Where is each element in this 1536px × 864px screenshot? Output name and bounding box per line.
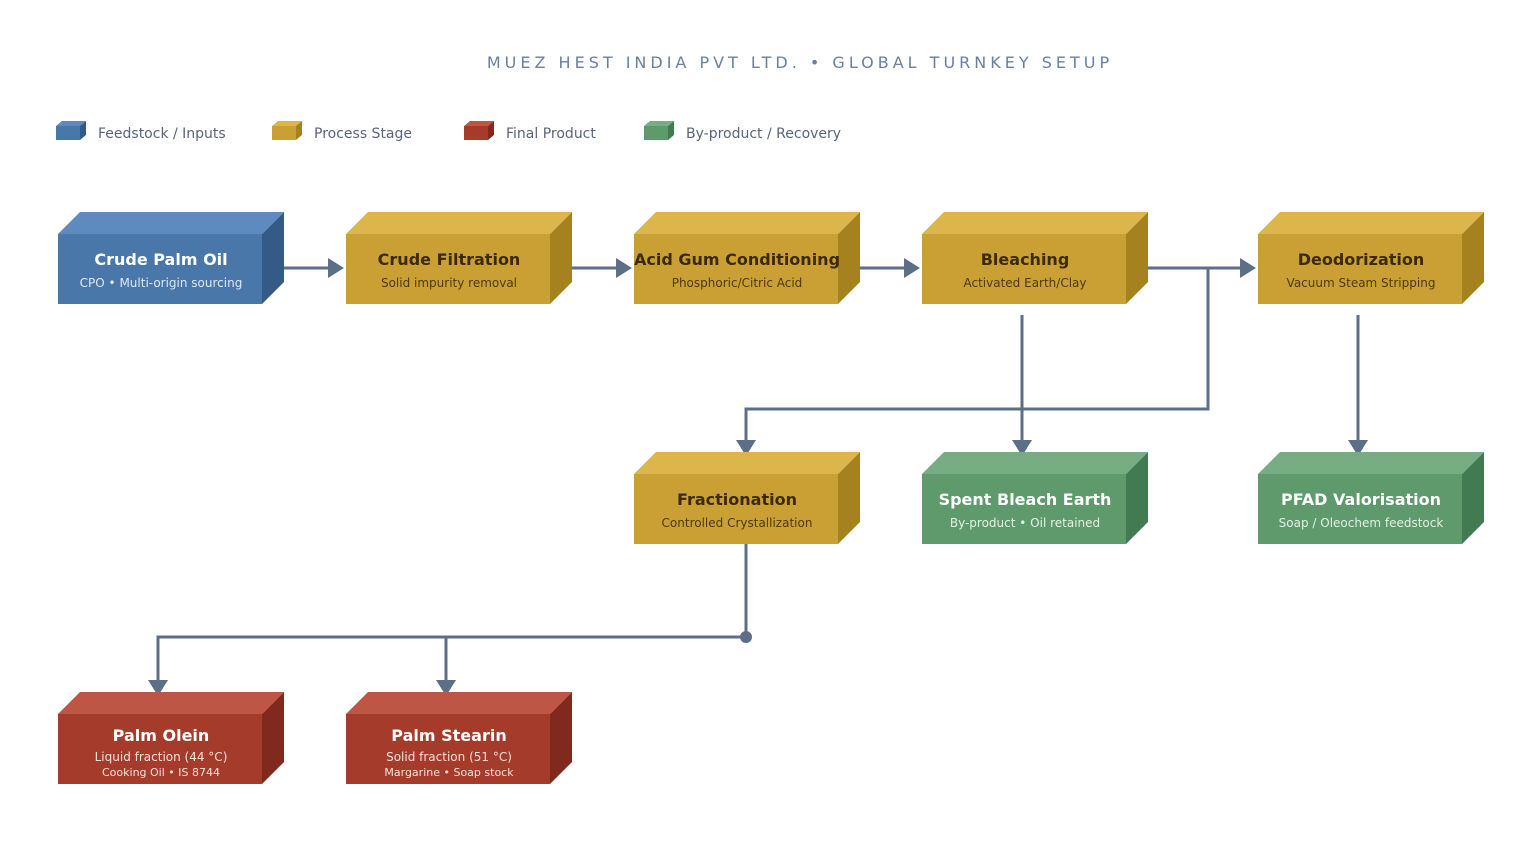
node-subtitle: Phosphoric/Citric Acid xyxy=(672,276,803,290)
node-front-face xyxy=(922,474,1126,544)
node-side-face xyxy=(262,692,284,784)
legend-label: Feedstock / Inputs xyxy=(98,126,226,142)
node-side-face xyxy=(838,452,860,544)
legend-swatch-side xyxy=(80,121,86,140)
node-top-face xyxy=(922,452,1148,474)
node-top-face xyxy=(922,212,1148,234)
edges xyxy=(148,258,1368,696)
node-top-face xyxy=(346,692,572,714)
edge-arrowhead xyxy=(148,680,168,696)
node-top-face xyxy=(1258,452,1484,474)
node-side-face xyxy=(1462,452,1484,544)
legend-swatch xyxy=(644,126,668,140)
node-title: Spent Bleach Earth xyxy=(939,490,1112,509)
edge-arrowhead xyxy=(328,258,344,278)
edge-junction xyxy=(740,631,752,643)
legend-swatch xyxy=(56,126,80,140)
node-subtitle: Solid fraction (51 °C) xyxy=(386,750,512,764)
legend-swatch-top xyxy=(272,121,302,126)
node-subtitle: Liquid fraction (44 °C) xyxy=(95,750,228,764)
legend-swatch-top xyxy=(644,121,674,126)
node-front-face xyxy=(634,234,838,304)
node-side-face xyxy=(1462,212,1484,304)
node-front-face xyxy=(346,234,550,304)
node-front-face xyxy=(922,234,1126,304)
node-subtitle: Vacuum Steam Stripping xyxy=(1287,276,1436,290)
node-side-face xyxy=(262,212,284,304)
node-subtitle: Controlled Crystallization xyxy=(662,516,813,530)
edge-line xyxy=(156,544,748,680)
legend-label: Final Product xyxy=(506,126,596,142)
node-side-face xyxy=(1126,452,1148,544)
node-top-face xyxy=(634,212,860,234)
node-front-face xyxy=(634,474,838,544)
legend-swatch-top xyxy=(464,121,494,126)
node-front-face xyxy=(58,234,262,304)
node-top-face xyxy=(1258,212,1484,234)
node-title: Deodorization xyxy=(1298,250,1425,269)
legend-item-feedstock: Feedstock / Inputs xyxy=(56,121,226,142)
node-subtitle: CPO • Multi-origin sourcing xyxy=(80,276,243,290)
node-subtitle: Activated Earth/Clay xyxy=(964,276,1087,290)
edge-arrowhead xyxy=(1240,258,1256,278)
node-top-face xyxy=(58,692,284,714)
node-top-face xyxy=(58,212,284,234)
node-title: Palm Olein xyxy=(113,726,210,745)
node-title: Crude Palm Oil xyxy=(94,250,227,269)
node-subtitle: Solid impurity removal xyxy=(381,276,517,290)
legend-item-process: Process Stage xyxy=(272,121,412,142)
legend-item-product: Final Product xyxy=(464,121,596,142)
legend-swatch-side xyxy=(488,121,494,140)
legend-swatch-top xyxy=(56,121,86,126)
node-front-face xyxy=(58,714,262,784)
node-front-face xyxy=(1258,234,1462,304)
node-subtitle: Soap / Oleochem feedstock xyxy=(1279,516,1444,530)
legend-label: By-product / Recovery xyxy=(686,126,841,142)
node-top-face xyxy=(634,452,860,474)
node-subtitle-2: Cooking Oil • IS 8744 xyxy=(102,766,220,779)
node-title: Acid Gum Conditioning xyxy=(634,250,840,269)
node-title: Bleaching xyxy=(981,250,1070,269)
edge-arrowhead xyxy=(904,258,920,278)
edge-arrowhead xyxy=(616,258,632,278)
legend-swatch-side xyxy=(668,121,674,140)
node-title: Fractionation xyxy=(677,490,797,509)
node-front-face xyxy=(1258,474,1462,544)
legend-swatch xyxy=(272,126,296,140)
legend-item-byproduct: By-product / Recovery xyxy=(644,121,841,142)
node-subtitle: By-product • Oil retained xyxy=(950,516,1100,530)
node-top-face xyxy=(346,212,572,234)
node-side-face xyxy=(550,692,572,784)
edge-arrowhead xyxy=(1348,440,1368,456)
legend-label: Process Stage xyxy=(314,126,412,142)
node-front-face xyxy=(346,714,550,784)
edge-line xyxy=(744,268,1210,440)
edge-arrowhead xyxy=(1012,440,1032,456)
node-title: Crude Filtration xyxy=(378,250,521,269)
node-side-face xyxy=(1126,212,1148,304)
node-title: PFAD Valorisation xyxy=(1281,490,1441,509)
node-subtitle-2: Margarine • Soap stock xyxy=(384,766,514,779)
node-side-face xyxy=(550,212,572,304)
edge-arrowhead xyxy=(736,440,756,456)
legend: Feedstock / Inputs Process Stage Final Pro… xyxy=(56,121,841,142)
edge-arrowhead xyxy=(436,680,456,696)
legend-swatch-side xyxy=(296,121,302,140)
legend-swatch xyxy=(464,126,488,140)
diagram-title: MUEZ HEST INDIA PVT LTD. • GLOBAL TURNKE… xyxy=(487,53,1113,72)
node-side-face xyxy=(838,212,860,304)
node-title: Palm Stearin xyxy=(391,726,506,745)
